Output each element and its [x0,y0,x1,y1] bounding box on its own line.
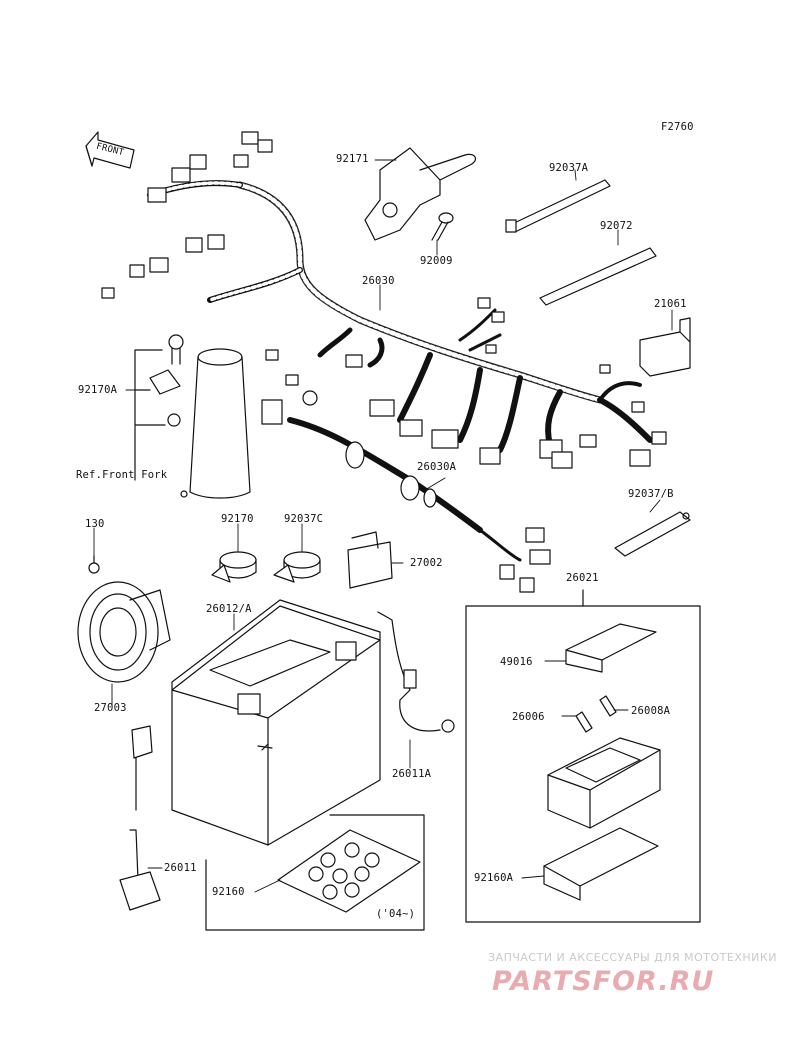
part-label-130: 130 [85,518,105,530]
part-label-27003: 27003 [94,702,127,714]
part-label-49016: 49016 [500,656,533,668]
cover-tube [180,348,251,499]
pad-box-92160 [205,814,425,931]
relay-21061 [639,317,691,377]
part-label-92170A: 92170A [78,384,118,396]
front-arrow-icon [85,131,135,169]
band-92037B [614,511,691,557]
part-label-92160A: 92160A [474,872,514,884]
ref-code: F2760 [661,121,694,133]
battery-26012A [171,599,381,846]
year-note: ('04~) [376,908,416,920]
relay-27002 [347,531,393,589]
part-label-92037A: 92037A [549,162,589,174]
part-label-92037B: 92037/B [628,488,674,500]
lead-26011A [377,611,455,733]
ref-front-fork: Ref.Front Fork [76,469,168,481]
main-harness-26030 [147,180,653,453]
part-label-92171: 92171 [336,153,369,165]
clamp-92170A [134,334,184,481]
watermark-tagline: ЗАПЧАСТИ И АКСЕССУАРЫ ДЛЯ МОТОТЕХНИКИ [488,951,777,964]
bolt-92009 [431,212,454,241]
fuse-box-26021 [465,589,701,923]
cable-26011 [119,725,161,911]
part-label-21061: 21061 [654,298,687,310]
sub-harness-26030A [287,417,551,593]
bracket-92171 [364,147,477,241]
part-label-92170: 92170 [221,513,254,525]
part-label-26011A: 26011A [392,768,432,780]
band-92037A [505,179,611,233]
part-label-26030: 26030 [362,275,395,287]
watermark-logo: PARTSFOR.RU [492,966,715,997]
harness-connectors [101,131,667,469]
part-label-92072: 92072 [600,220,633,232]
part-label-92160: 92160 [212,886,245,898]
part-label-92009: 92009 [420,255,453,267]
horn-27003 [77,555,171,683]
part-label-26030A: 26030A [417,461,457,473]
leader-lines [93,159,673,893]
part-label-26012A: 26012/A [206,603,252,615]
part-label-26021: 26021 [566,572,599,584]
clamp-92037C [273,551,321,583]
clamp-92170 [211,551,257,583]
part-label-27002: 27002 [410,557,443,569]
part-label-26011: 26011 [164,862,197,874]
part-label-92037C: 92037C [284,513,324,525]
part-label-26006: 26006 [512,711,545,723]
part-label-26008A: 26008A [631,705,671,717]
band-92072 [539,247,657,306]
